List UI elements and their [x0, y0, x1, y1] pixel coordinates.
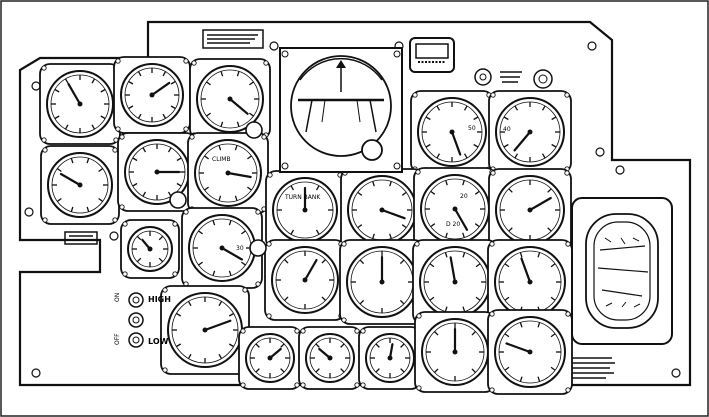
carburetor-air-gauge [414, 311, 496, 393]
left-placard [64, 231, 98, 245]
climb-label: CLIMB [212, 156, 231, 163]
altimeter-gauge [40, 145, 120, 225]
adjust-knob [169, 191, 187, 209]
turn-bank-label: TURN BANK [284, 194, 321, 201]
hydraulic-pressure-gauge [238, 326, 302, 390]
fuel-warning-gauge [487, 309, 573, 395]
rate-of-climb-gauge [187, 132, 269, 214]
radio-compass [339, 239, 425, 325]
low-label: LOW [148, 337, 169, 346]
fuel-quantity-gauge [488, 168, 572, 252]
fuel-30-label: 30 [236, 245, 244, 252]
heading-indicator [264, 239, 346, 321]
clock-gauge [113, 56, 191, 134]
rpm-gauge [340, 168, 424, 252]
voltmeter-gauge [358, 326, 422, 390]
tach-d20-label: D 20 [446, 221, 460, 228]
adjust-knob [249, 239, 267, 257]
turn-bank-indicator [265, 170, 345, 250]
small-knob-1 [474, 68, 492, 86]
ammeter-gauge [298, 326, 362, 390]
svg-text:OFF: OFF [114, 333, 121, 345]
oil-temp-gauge [410, 90, 494, 174]
top-placard [202, 29, 264, 49]
compass-window [409, 37, 455, 73]
svg-text:ON: ON [114, 293, 121, 302]
tachometer [413, 167, 497, 251]
panel-screws [24, 41, 681, 384]
airspeed-50-label: 50 [468, 125, 476, 132]
airspeed-gauge-left [39, 63, 121, 145]
airspeed-indicator [488, 90, 572, 174]
cylinder-temp-gauge [487, 239, 573, 325]
manifold-pressure-gauge [181, 207, 263, 289]
tach-20-label: 20 [460, 193, 468, 200]
high-label: HIGH [148, 295, 171, 304]
fuel-pressure-gauge [189, 58, 271, 140]
suction-gauge [120, 219, 180, 279]
high-low-selector: ON OFF [114, 292, 144, 348]
attitude-indicator [279, 47, 403, 173]
small-knob-2 [533, 69, 553, 89]
adjust-knob [245, 121, 263, 139]
vacuum-gauge [160, 285, 250, 375]
bottom-right-placard [570, 357, 615, 379]
manifold-40-label: 40 [503, 126, 511, 133]
right-oval-indicator [571, 197, 673, 345]
small-placard-top-right [500, 71, 522, 83]
